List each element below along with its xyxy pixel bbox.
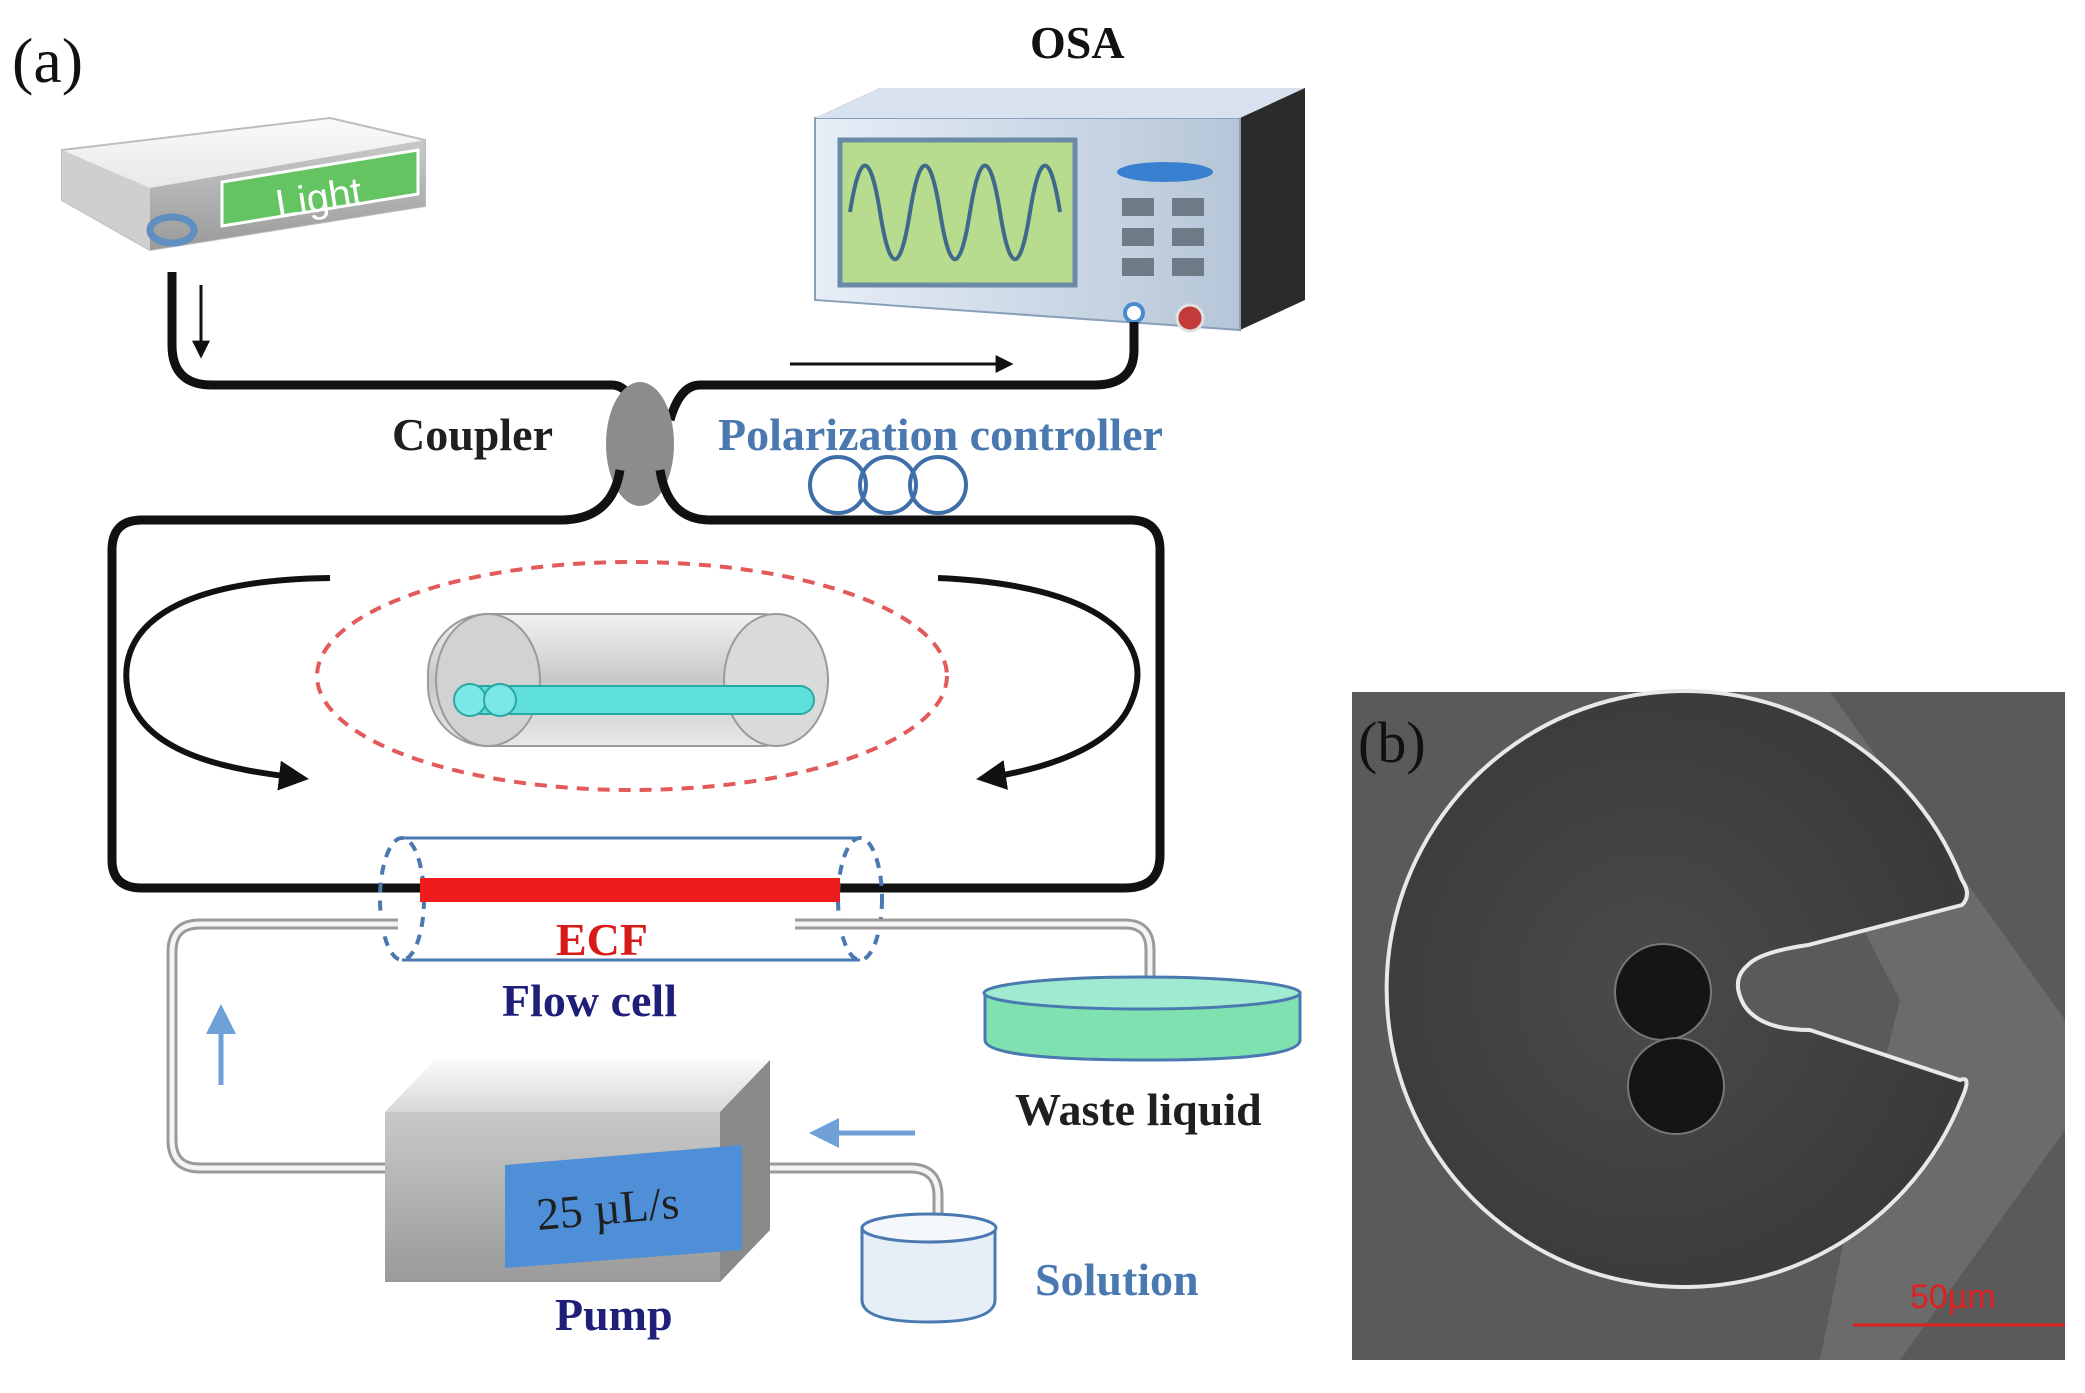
light-source-box: Light [61, 116, 426, 252]
pump-label: Pump [555, 1289, 673, 1340]
right-circulation-arrow [937, 575, 1141, 790]
tubing-inner [169, 921, 1153, 1265]
scale-bar-label: 50µm [1910, 1278, 1996, 1316]
pump-display [505, 1145, 742, 1268]
light-display [220, 148, 420, 228]
air-hole-upper [1614, 943, 1712, 1041]
ecf-segment [420, 878, 840, 902]
inset-highlight [315, 560, 949, 792]
pump-rate-label: 25 µL/s [534, 1177, 681, 1240]
panel-a-label: (a) [12, 25, 83, 96]
pump-box [385, 1060, 770, 1282]
osa-label: OSA [1030, 17, 1125, 68]
osa-waveform [848, 163, 1062, 262]
waste-liquid-label: Waste liquid [1015, 1084, 1262, 1135]
waste-dish [982, 975, 1302, 1062]
osa-instrument [814, 88, 1305, 333]
air-hole-lower [1627, 1037, 1725, 1135]
sem-micrograph: 50µm [1352, 689, 2065, 1360]
solution-label: Solution [1035, 1254, 1199, 1305]
polarization-loops [808, 455, 968, 515]
coupler-label: Coupler [392, 409, 553, 460]
left-circulation-arrow [123, 575, 331, 791]
panel-b-label: (b) [1358, 710, 1426, 775]
osa-port-icon [1123, 302, 1145, 324]
osa-dial [1117, 162, 1213, 182]
ecf-inset [427, 613, 829, 747]
flow-cell-label: Flow cell [502, 975, 677, 1026]
power-button-icon [146, 213, 198, 247]
osa-power-icon [1175, 303, 1205, 333]
polarization-controller-label: Polarization controller [718, 409, 1163, 460]
ecf-label: ECF [556, 914, 648, 965]
osa-keypad [1122, 198, 1204, 276]
solution-beaker [860, 1212, 998, 1324]
osa-screen [837, 137, 1078, 288]
